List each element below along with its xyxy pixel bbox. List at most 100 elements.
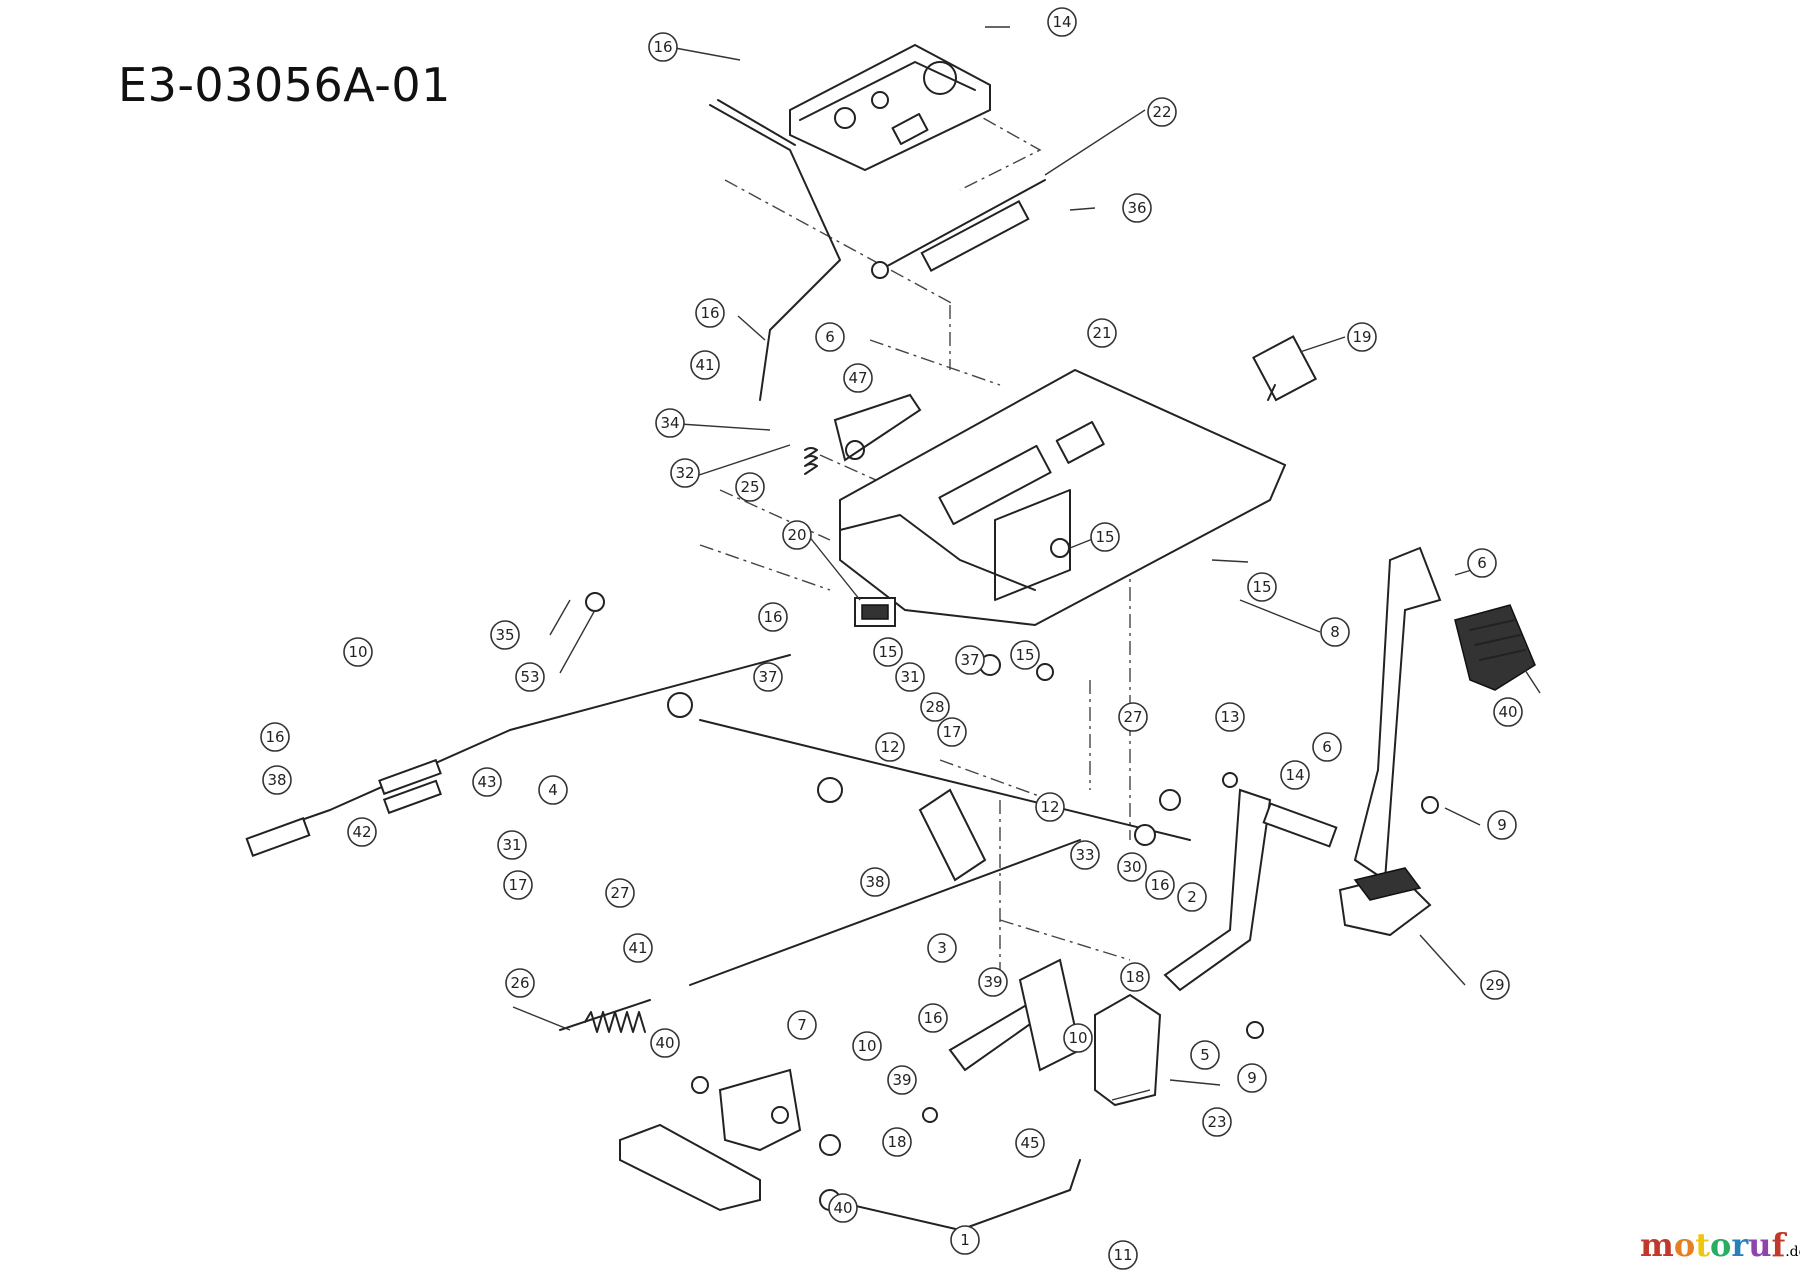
svg-text:10: 10 [348,643,367,661]
svg-text:32: 32 [675,464,694,482]
svg-text:40: 40 [655,1034,674,1052]
svg-text:4: 4 [548,781,558,799]
callout-2: 2 [1177,882,1207,912]
svg-text:10: 10 [857,1037,876,1055]
watermark-brand: motoruf [1640,1226,1785,1264]
gas-spring [871,179,1046,279]
shift-lever [709,99,841,401]
callout-15: 15 [1247,572,1277,602]
callout-16: 16 [758,602,788,632]
pedal-bracket-far-right [1353,546,1442,882]
callout-12: 12 [875,732,905,762]
foot-plate [619,1123,761,1212]
control-rod-left [245,654,791,857]
callout-42: 42 [347,817,377,847]
linkage-45 [948,958,1082,1072]
spring-26 [559,999,651,1033]
pedal-pad-29 [1338,867,1432,937]
callout-23: 23 [1202,1107,1232,1137]
svg-text:6: 6 [825,328,835,346]
svg-text:42: 42 [352,823,371,841]
svg-text:1: 1 [960,1231,970,1249]
callout-39: 39 [978,967,1008,997]
svg-text:9: 9 [1247,1069,1257,1087]
callout-8: 8 [1320,617,1350,647]
pedal-pad-40 [1454,604,1536,691]
watermark-logo: motoruf.de [1640,1226,1800,1264]
callout-6: 6 [1312,732,1342,762]
callout-35: 35 [490,620,520,650]
callout-40: 40 [650,1028,680,1058]
svg-text:25: 25 [740,478,759,496]
callout-53: 53 [515,662,545,692]
watermark-letter: m [1640,1226,1674,1264]
callout-7: 7 [787,1010,817,1040]
control-housing [789,43,991,172]
callout-27: 27 [605,878,635,908]
callout-6: 6 [815,322,845,352]
callout-30: 30 [1117,852,1147,882]
frame-plate [839,368,1287,627]
lever-arm-47 [833,393,922,462]
svg-text:12: 12 [880,738,899,756]
svg-text:38: 38 [865,873,884,891]
spring-25 [804,447,818,475]
svg-text:11: 11 [1113,1246,1132,1264]
callout-12: 12 [1035,792,1065,822]
callout-10: 10 [343,637,373,667]
callout-15: 15 [1010,640,1040,670]
svg-text:41: 41 [628,939,647,957]
svg-text:12: 12 [1040,798,1059,816]
callout-27: 27 [1118,702,1148,732]
svg-text:9: 9 [1497,816,1507,834]
switch-left [854,597,896,627]
callout-31: 31 [895,662,925,692]
callout-25: 25 [735,472,765,502]
svg-text:33: 33 [1075,846,1094,864]
svg-text:22: 22 [1152,103,1171,121]
callout-40: 40 [1493,697,1523,727]
callout-41: 41 [690,350,720,380]
seat-switch [1252,335,1318,402]
callout-9: 9 [1237,1063,1267,1093]
svg-text:19: 19 [1352,328,1371,346]
svg-text:7: 7 [797,1016,807,1034]
callout-20: 20 [782,520,812,550]
callout-16: 16 [695,298,725,328]
svg-text:20: 20 [787,526,806,544]
svg-text:10: 10 [1068,1029,1087,1047]
svg-text:37: 37 [960,651,979,669]
svg-text:40: 40 [833,1199,852,1217]
callout-22: 22 [1147,97,1177,127]
callout-41: 41 [623,933,653,963]
svg-text:39: 39 [892,1071,911,1089]
callout-43: 43 [472,767,502,797]
svg-text:15: 15 [1095,528,1114,546]
svg-text:15: 15 [1015,646,1034,664]
cross-shaft [699,719,1191,882]
svg-text:27: 27 [1123,708,1142,726]
svg-text:26: 26 [510,974,529,992]
svg-text:21: 21 [1092,324,1111,342]
svg-text:16: 16 [1150,876,1169,894]
svg-text:23: 23 [1207,1113,1226,1131]
svg-text:18: 18 [887,1133,906,1151]
svg-text:30: 30 [1122,858,1141,876]
svg-text:40: 40 [1498,703,1517,721]
svg-text:15: 15 [1252,578,1271,596]
callout-11: 11 [1108,1240,1138,1270]
callout-14: 14 [1047,7,1077,37]
svg-text:15: 15 [878,643,897,661]
callout-18: 18 [1120,962,1150,992]
callout-34: 34 [655,408,685,438]
svg-text:43: 43 [477,773,496,791]
callout-36: 36 [1122,193,1152,223]
callout-10: 10 [1063,1023,1093,1053]
callout-45: 45 [1015,1128,1045,1158]
callout-9: 9 [1487,810,1517,840]
watermark-letter: f [1771,1226,1786,1264]
svg-text:39: 39 [983,973,1002,991]
callout-26: 26 [505,968,535,998]
svg-text:28: 28 [925,698,944,716]
